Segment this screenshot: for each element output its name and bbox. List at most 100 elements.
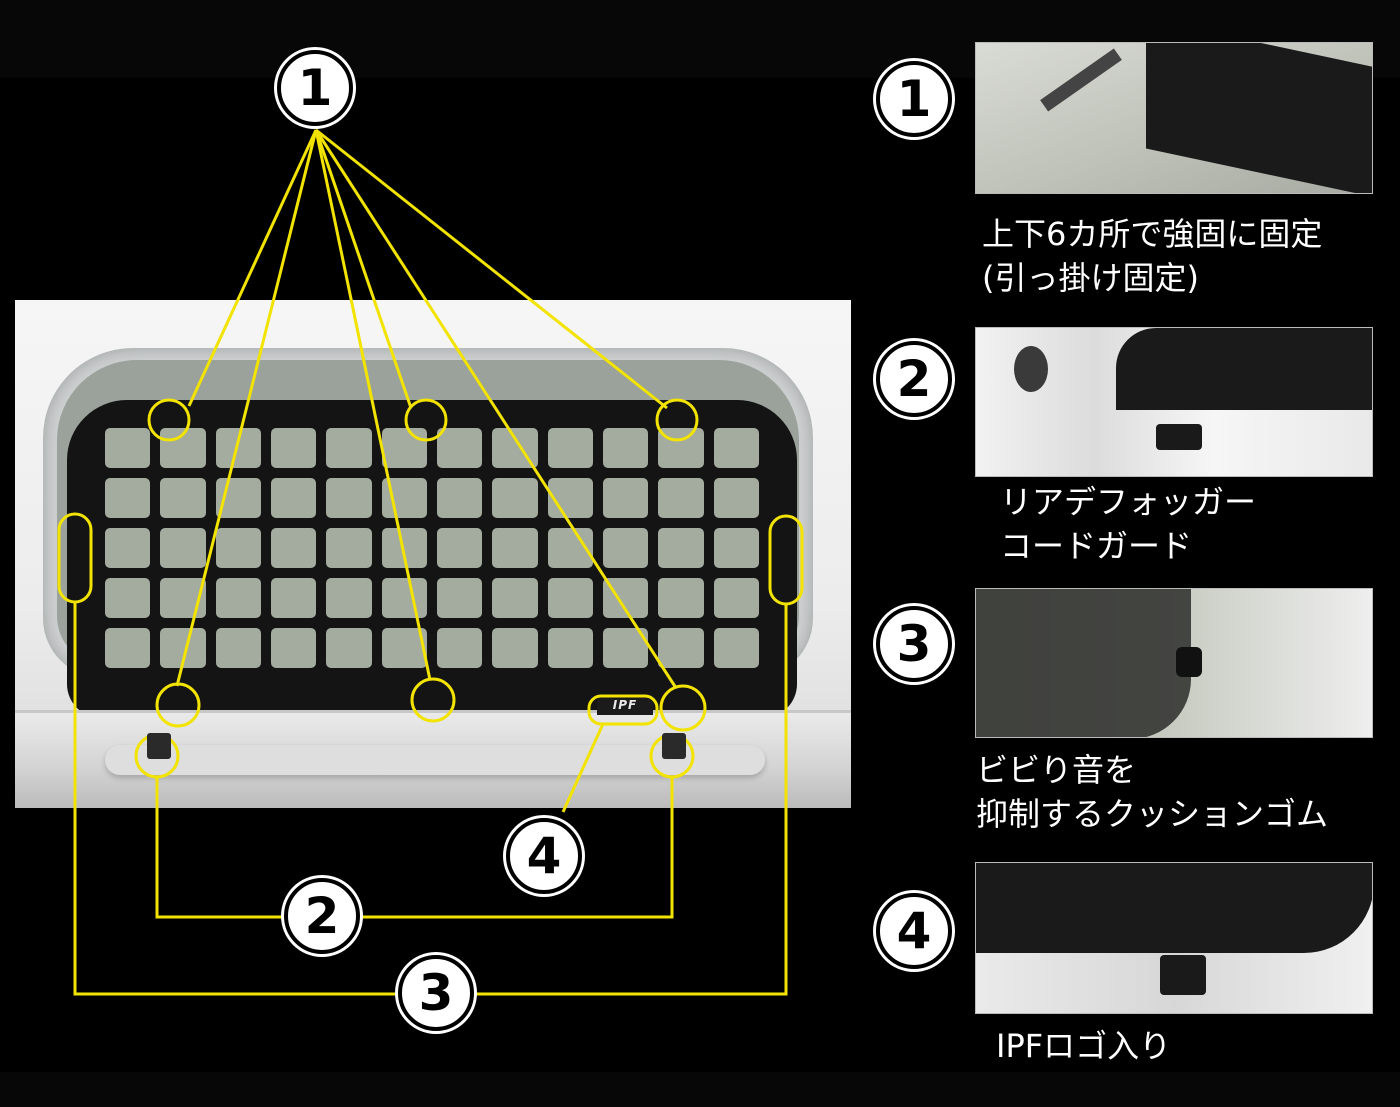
leader-line [314,129,678,689]
cord-guard [1156,424,1202,450]
panel-hole [492,578,538,618]
detail-photo-hook [975,42,1373,194]
panel-hole [436,478,483,518]
panel-hole [270,528,317,568]
panel-hole [713,528,759,568]
detail-photo-logo [975,862,1373,1014]
panel-hole [160,528,206,568]
mount-tab [1160,955,1206,995]
badge-3-side: 3 [876,606,952,682]
panel-edge [976,589,1191,737]
panel-hole [658,478,704,518]
panel-hole [713,628,759,668]
caption-3-line-1: ビビり音を [976,751,1137,789]
caption-4: IPFロゴ入り [996,1024,1171,1068]
bottom-band [0,1072,1400,1107]
panel-hole [492,478,538,518]
leader-line [314,129,413,409]
bracket-tab [147,733,171,759]
door-latch [1014,346,1048,392]
panel-hole [547,578,593,618]
panel-hole [436,628,483,668]
highlight-box [587,694,659,726]
highlight-circle [655,398,699,442]
panel-edge [1146,43,1372,193]
highlight-circle [155,682,201,728]
panel-hole [105,578,151,618]
panel-hole [658,578,704,618]
panel-hole [547,428,593,468]
ipf-logo-plate: IPF [597,695,653,715]
highlight-circle [404,398,448,442]
panel-hole [215,628,261,668]
badge-2-side: 2 [876,341,952,417]
panel-hole [326,628,372,668]
panel-hole [105,628,151,668]
panel-hole [602,428,649,468]
panel-hole [381,428,427,468]
panel-hole [326,428,372,468]
panel-hole [713,478,759,518]
badge-4-side: 4 [876,893,952,969]
panel-hole [602,478,649,518]
detail-photo-cord-guard [975,327,1373,477]
panel-hole [658,428,704,468]
panel-hole [105,528,151,568]
panel-hole [436,578,483,618]
caption-4-line-1: IPFロゴ入り [996,1027,1172,1065]
caption-3-line-2: 抑制するクッションゴム [976,795,1329,833]
bracket-line [344,777,674,919]
leader-line [175,129,318,687]
highlight-circle [410,677,456,723]
highlight-circle [659,684,707,732]
caption-1: 上下6カ所で強固に固定 (引っ掛け固定) [982,212,1322,300]
leader-line [314,129,432,681]
panel-hole [326,528,372,568]
panel-hole [105,478,151,518]
highlight-box [57,512,93,604]
panel-hole [270,428,317,468]
panel-hole [658,528,704,568]
panel-edge [1116,328,1372,410]
bracket-line [155,777,300,919]
panel-edge [976,863,1372,953]
panel-hole [270,628,317,668]
panel-hole [270,578,317,618]
detail-photo-cushion [975,588,1373,738]
panel-hole [713,428,759,468]
badge-2-main: 2 [284,878,360,954]
highlight-circle [147,398,191,442]
badge-1-side: 1 [876,61,952,137]
caption-3: ビビり音を 抑制するクッションゴム [976,748,1328,836]
bracket-line [73,602,400,996]
badge-1-main: 1 [277,50,353,126]
caption-1-line-2: (引っ掛け固定) [982,259,1199,297]
bracket-line [472,604,788,996]
panel-hole [713,578,759,618]
panel-hole [547,628,593,668]
bracket-tab [662,733,686,759]
panel-hole [105,428,151,468]
panel-hole [658,628,704,668]
badge-3-main: 3 [398,955,474,1031]
panel-hole [326,478,372,518]
caption-2-line-1: リアデフォッガー [1000,483,1257,521]
panel-hole [547,478,593,518]
badge-4-main: 4 [506,818,582,894]
panel-hole [602,528,649,568]
hook-bracket [1040,48,1122,112]
caption-1-line-1: 上下6カ所で強固に固定 [982,215,1323,253]
leader-line [561,723,605,813]
panel-hole [326,578,372,618]
panel-hole [436,428,483,468]
panel-hole [215,528,261,568]
panel-hole [492,528,538,568]
panel-hole [492,628,538,668]
panel-hole [160,478,206,518]
leader-line [187,129,318,407]
panel-hole [215,578,261,618]
highlight-box [768,514,804,606]
caption-2-line-2: コードガード [1000,527,1193,565]
molle-panel [67,400,797,718]
